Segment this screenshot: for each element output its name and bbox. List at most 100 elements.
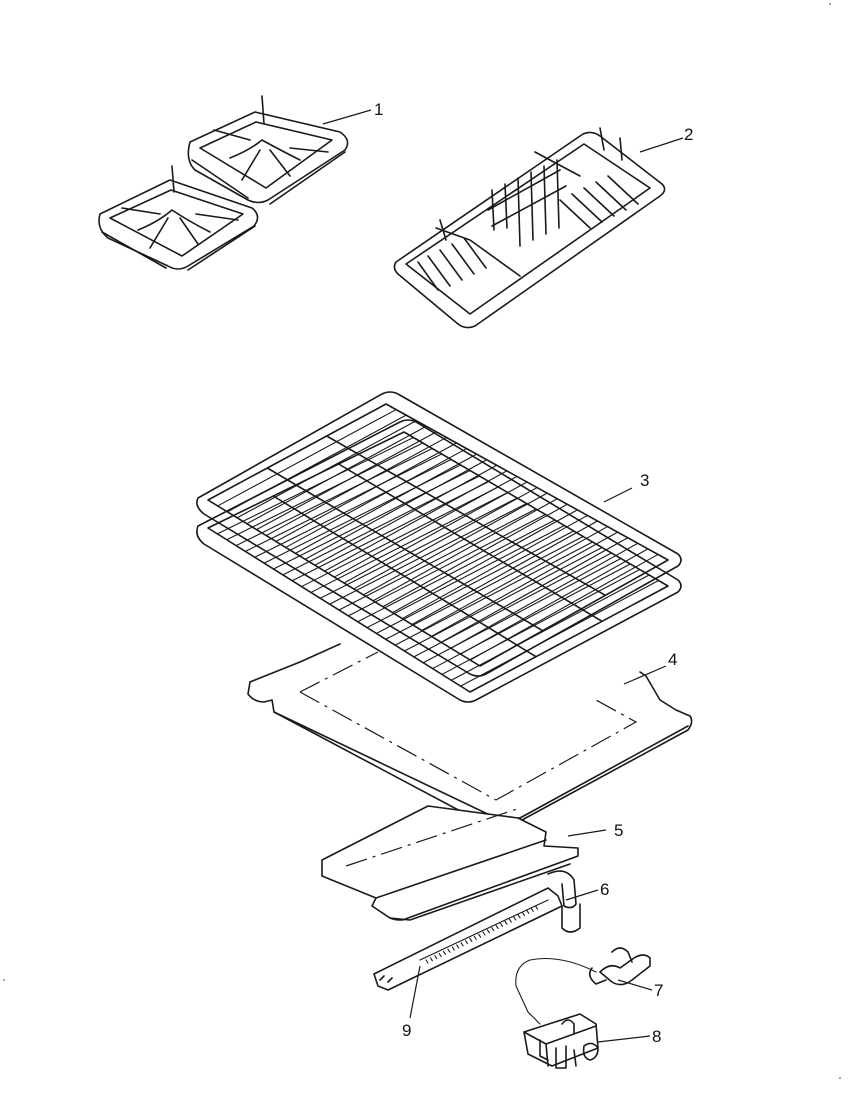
rack-wire — [338, 508, 537, 611]
callout-5: 5 — [614, 821, 623, 840]
rack-wire — [460, 579, 660, 687]
rack-wire — [441, 568, 641, 675]
rack-cross-rod — [266, 467, 544, 632]
burner-port — [526, 909, 530, 915]
burner-port — [442, 950, 447, 955]
part-5-baffle: 5 — [321, 805, 623, 921]
rack-wire — [392, 509, 578, 614]
rack-wire — [235, 447, 433, 547]
part-2-center-grate: 2 — [393, 125, 693, 329]
callout-6: 6 — [600, 880, 609, 899]
part-9-burner-tube: 9 — [373, 887, 563, 1040]
rack-wire — [254, 458, 452, 558]
burner-port — [451, 946, 455, 951]
rack-wire — [450, 574, 650, 681]
rack-wire — [401, 514, 588, 620]
part-1-burner-grates: 1 — [98, 95, 383, 271]
rack-wire — [236, 420, 417, 519]
rack-wire — [422, 557, 622, 664]
callout-8: 8 — [652, 1027, 661, 1046]
burner-port — [486, 929, 490, 934]
rack-wire — [263, 464, 462, 564]
rack-wire — [304, 459, 488, 560]
rack-wire — [413, 552, 612, 658]
rack-wire — [372, 498, 558, 602]
burner-port — [513, 916, 517, 921]
burner-port — [499, 922, 504, 927]
burner-ports — [425, 905, 539, 964]
rack-wire — [432, 563, 631, 670]
rack-wire — [353, 487, 538, 590]
callout-3: 3 — [640, 471, 649, 490]
burner-port — [473, 935, 477, 940]
callout-7: 7 — [654, 981, 663, 1000]
part-4-oven-bottom: 4 — [247, 643, 693, 831]
rack-wire — [291, 480, 490, 582]
callout-2: 2 — [684, 125, 693, 144]
callout-1: 1 — [374, 100, 383, 119]
burner-port — [460, 942, 464, 947]
burner-port — [521, 912, 526, 917]
rack-wire — [294, 453, 478, 554]
burner-port — [425, 959, 429, 964]
burner-port — [478, 933, 482, 938]
rack-wire — [275, 442, 458, 543]
rack-wire — [362, 492, 548, 596]
burner-port — [535, 905, 539, 910]
burner-port — [438, 952, 442, 958]
rack-wire — [347, 513, 546, 617]
lower-rack-wires — [216, 436, 660, 687]
part-3-oven-racks: 3 — [196, 391, 682, 703]
rack-wire — [403, 546, 603, 652]
rack-wire — [440, 537, 629, 643]
burner-port — [447, 948, 451, 953]
callout-9: 9 — [402, 1021, 411, 1040]
rack-wire — [366, 524, 565, 629]
rack-cross-rod — [272, 495, 537, 658]
burner-port — [491, 927, 495, 932]
burner-port — [508, 918, 512, 923]
burner-port — [517, 914, 521, 919]
rack-wire — [430, 531, 619, 637]
burner-port — [456, 944, 460, 949]
rack-wire — [329, 502, 528, 605]
rack-wire — [217, 409, 397, 507]
rack-wire — [411, 520, 599, 626]
rack-wire — [216, 436, 414, 535]
rack-wire — [319, 497, 518, 599]
burner-port — [434, 955, 438, 960]
burner-port — [495, 924, 499, 930]
rack-wire — [343, 481, 528, 584]
burner-port — [482, 931, 486, 936]
rack-wire — [385, 535, 584, 640]
grate-back — [187, 95, 349, 205]
burner-port — [469, 937, 473, 943]
rack-wire — [244, 453, 443, 552]
burner-port — [464, 940, 469, 945]
part-7-sensor: 7 — [515, 947, 663, 1025]
rack-wire — [310, 491, 509, 593]
rack-wire — [226, 414, 407, 513]
rack-wire — [301, 486, 499, 588]
rack-wire — [357, 519, 556, 623]
rack-wire — [285, 448, 468, 548]
rack-wire — [375, 530, 575, 634]
rack-wire — [460, 548, 649, 655]
grate-front — [98, 165, 259, 271]
rack-wire — [272, 469, 471, 570]
rack-wire — [282, 475, 480, 576]
scan-specks — [3, 3, 841, 1079]
rack-wire — [450, 542, 639, 649]
rack-cross-rod — [325, 435, 607, 597]
rack-cross-rod — [337, 463, 603, 623]
callout-4: 4 — [668, 650, 677, 669]
burner-port — [530, 907, 534, 912]
part-8-valve: 8 — [523, 1013, 661, 1069]
rack-wire — [394, 541, 594, 646]
rack-wire — [382, 503, 568, 608]
rack-wire — [226, 442, 424, 541]
rack-wire — [421, 526, 609, 631]
burner-port — [504, 920, 508, 925]
burner-port — [429, 957, 433, 962]
